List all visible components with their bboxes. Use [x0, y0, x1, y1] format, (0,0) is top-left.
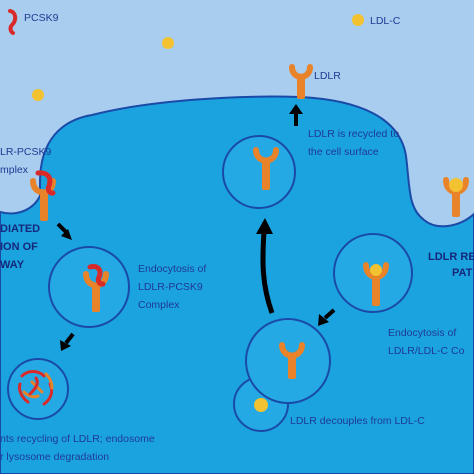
- recycled-label-line2: the cell surface: [308, 146, 379, 158]
- endo-ldlc-label-line1: Endocytosis of: [388, 327, 456, 339]
- endo-pcsk9-label-line1: Endocytosis of: [138, 263, 206, 275]
- receptor-label-line1: LDLR REC: [428, 251, 474, 263]
- legend-pcsk9-label: PCSK9: [24, 12, 59, 24]
- endo-ldlc-label-line2: LDLR/LDL-C Co: [388, 345, 465, 357]
- recycling-vesicle: [222, 135, 296, 209]
- endo-pcsk9-label-line2: LDLR-PCSK9: [138, 281, 203, 293]
- lysosome-label-line2: r lysosome degradation: [0, 451, 109, 463]
- pcsk9-vesicle: [48, 246, 130, 328]
- arrow-to-lysosome: [64, 332, 75, 345]
- ldlc-released: [254, 398, 268, 412]
- ldlr-pcsk9-complex-surface: [30, 170, 56, 221]
- ldlr-receptor-recycling: [253, 147, 279, 190]
- arrow-head: [60, 340, 71, 351]
- ldlr-receptor-surface: [289, 64, 313, 99]
- ldlr-pcsk9-complex-vesicle: [83, 264, 109, 312]
- endo-pcsk9-label-line3: Complex: [138, 299, 180, 311]
- decouples-label: LDLR decouples from LDL-C: [290, 415, 425, 427]
- arrow-head: [61, 229, 72, 240]
- ldlr-top-label: LDLR: [314, 70, 341, 82]
- legend-ldlc: LDL-C: [352, 14, 401, 27]
- ldlr-receptor-decoupled: [279, 342, 305, 379]
- cell-body: [0, 95, 474, 474]
- arrow-to-decouple: [323, 308, 336, 320]
- ldlc-particle: [162, 37, 174, 49]
- complex-label-line2: mplex: [0, 164, 29, 176]
- ldlc-icon: [352, 14, 364, 26]
- mediated-label-line2: ION OF: [0, 241, 38, 253]
- mediated-label-line3: WAY: [0, 259, 25, 271]
- lysosome-label-line1: nts recycling of LDLR; endosome: [0, 433, 155, 445]
- mediated-label-line1: DIATED: [0, 223, 40, 235]
- ldlr-ldlc-complex-surface: [443, 177, 469, 217]
- receptor-label-line2: PAT: [452, 267, 473, 279]
- complex-label-line1: LR-PCSK9: [0, 146, 52, 158]
- arrow-head: [318, 314, 329, 326]
- recycled-label-line1: LDLR is recycled to: [308, 128, 399, 140]
- arrow-head: [256, 218, 273, 234]
- arrow-head: [289, 104, 303, 114]
- legend-pcsk9: PCSK9: [8, 9, 59, 35]
- ldlc-particle: [32, 89, 44, 101]
- arrow-recycle-up: [260, 231, 275, 314]
- ldlr-ldlc-complex-vesicle: [363, 262, 389, 306]
- degraded-fragments: [18, 370, 54, 406]
- pcsk9-icon: [8, 9, 18, 35]
- legend-ldlc-label: LDL-C: [370, 15, 401, 27]
